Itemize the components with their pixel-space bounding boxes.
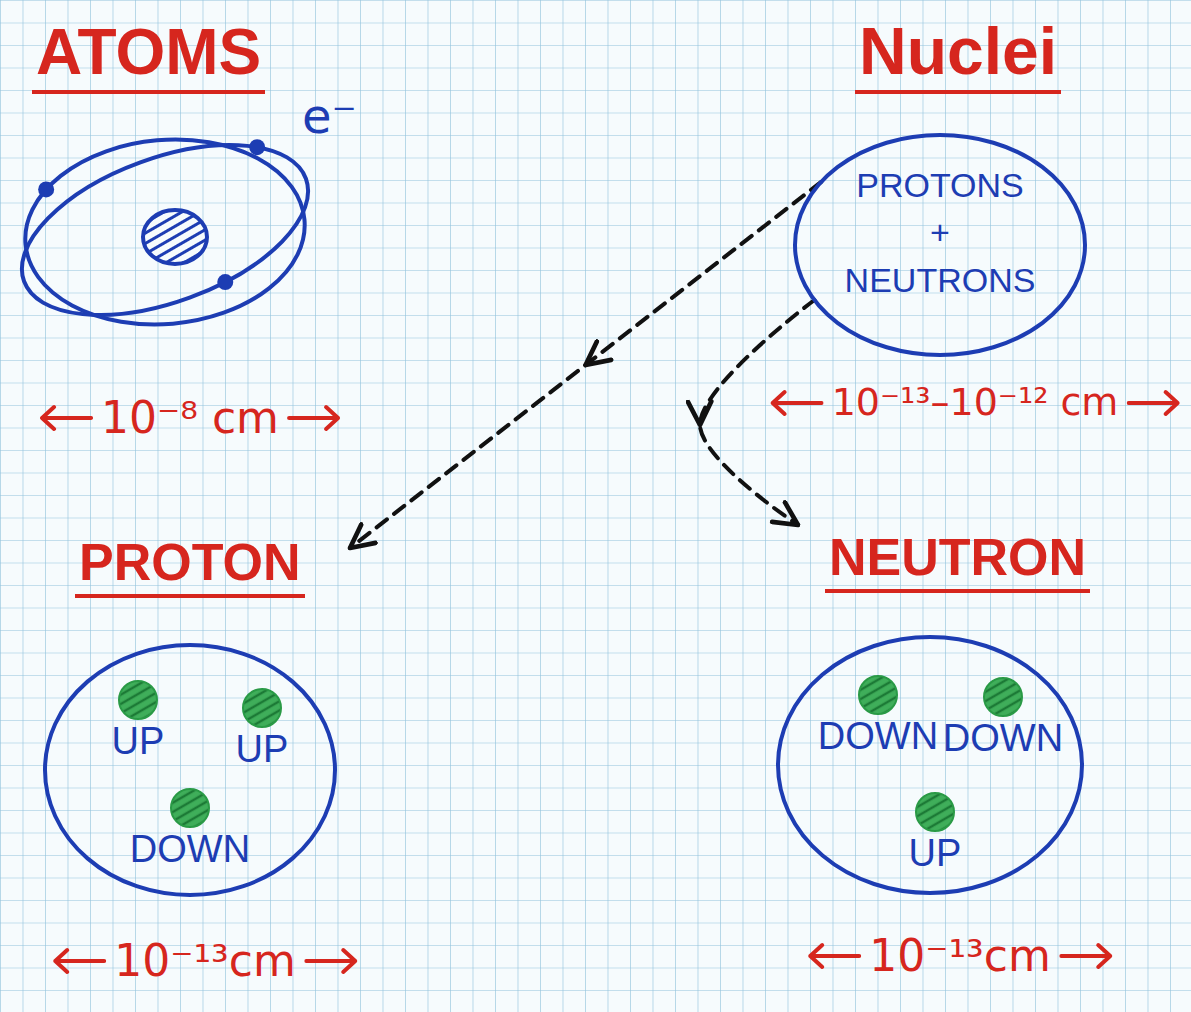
electron-dot — [249, 139, 265, 155]
dimension: 10⁻¹³cm — [805, 930, 1115, 983]
dimension-arrow — [304, 946, 360, 976]
atom-figure: ATOMS — [10, 20, 380, 340]
size-dimension: 10⁻¹³cm — [869, 930, 1051, 981]
dimension-arrow — [287, 403, 343, 433]
particle-label: DOWN — [943, 719, 1063, 757]
particle-label: DOWN — [818, 717, 938, 755]
dimension-arrow — [805, 941, 861, 971]
dimension: 10⁻¹³–10⁻¹² cm — [768, 380, 1183, 426]
dimension-arrow — [768, 388, 824, 418]
particle-label: UP — [112, 722, 165, 760]
particle-label: UP — [236, 730, 289, 768]
nucleus-circle: NucleiPROTONS + NEUTRONS — [790, 10, 1100, 370]
dimension-arrow — [1126, 388, 1182, 418]
dimension-arrow — [37, 403, 93, 433]
quark: DOWN — [816, 674, 940, 758]
quark: DOWN — [941, 676, 1065, 760]
dimension: 10⁻⁸ cm — [37, 392, 343, 445]
proton-circle: PROTON UP UP DOWN — [40, 530, 350, 910]
dimension-arrow — [1059, 941, 1115, 971]
section-heading: Nuclei — [855, 18, 1061, 94]
particle-label: NEUTRONS — [845, 263, 1036, 297]
atomic-nucleus — [143, 210, 207, 264]
electron-orbit — [18, 128, 313, 336]
section-heading: ATOMS — [32, 20, 265, 94]
electron-dot — [38, 181, 54, 197]
particle-label: DOWN — [130, 830, 250, 868]
size-dimension: 10⁻¹³–10⁻¹² cm — [832, 380, 1119, 424]
quark: DOWN — [128, 787, 252, 871]
electron-symbol: e⁻ — [302, 92, 357, 140]
electron-orbit — [0, 111, 331, 349]
particle-label: + — [930, 215, 950, 249]
dimension: 10⁻¹³cm — [50, 935, 360, 988]
quark: UP — [76, 679, 200, 763]
section-heading: NEUTRON — [825, 531, 1090, 593]
quark: UP — [200, 687, 324, 771]
particle-label: PROTONS — [856, 168, 1024, 202]
quark: UP — [873, 791, 997, 875]
section-heading: PROTON — [75, 536, 305, 598]
dimension-arrow — [50, 946, 106, 976]
dashed-arrow — [350, 182, 821, 548]
dashed-arrow — [700, 300, 814, 525]
size-dimension: 10⁻⁸ cm — [101, 392, 279, 443]
particle-label: UP — [909, 834, 962, 872]
size-dimension: 10⁻¹³cm — [114, 935, 296, 986]
electron-dot — [217, 274, 233, 290]
neutron-circle: NEUTRON DOWNDOWN UP — [770, 525, 1100, 910]
